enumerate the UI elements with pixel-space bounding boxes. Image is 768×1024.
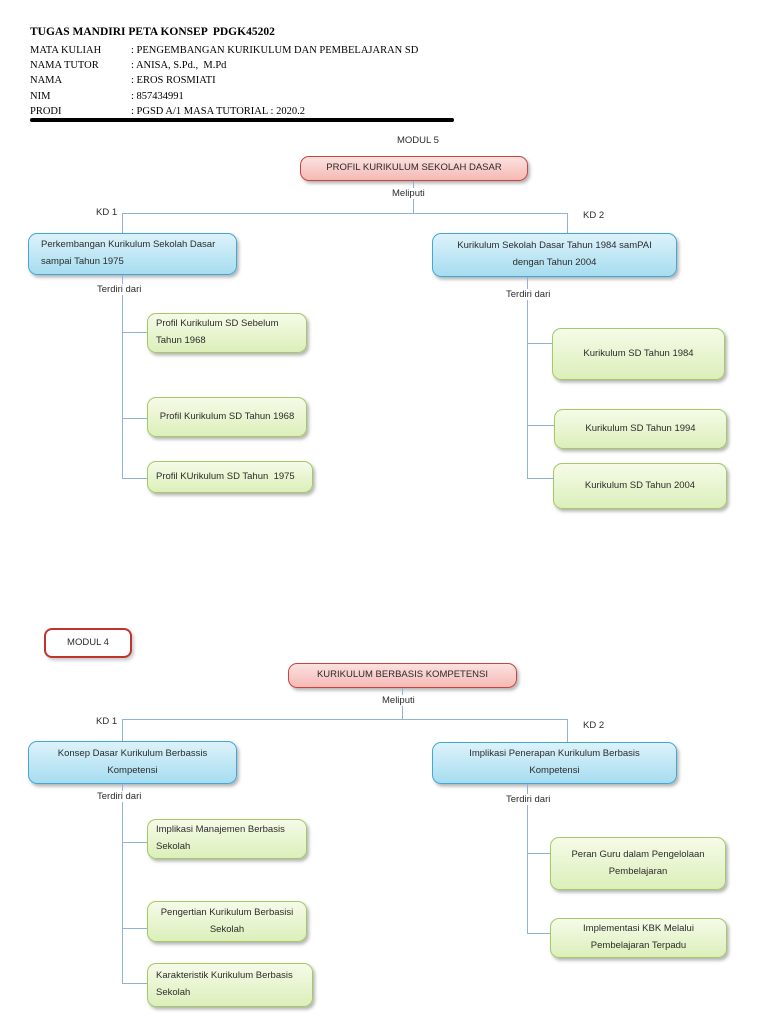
modul5-root-label: PROFIL KURIKULUM SEKOLAH DASAR xyxy=(326,162,502,174)
header-value: : PGSD A/1 MASA TUTORIAL : 2020.2 xyxy=(131,105,305,117)
leaf-label: Profil KUrikulum SD Tahun 1975 xyxy=(156,470,295,482)
header-label: NAMA TUTOR xyxy=(30,60,99,72)
connector-line xyxy=(527,343,552,344)
leaf-label: Implementasi KBK Melalui Pembelajaran Te… xyxy=(583,923,697,951)
header-label: NAMA xyxy=(30,75,63,87)
leaf-label: Profil Kurikulum SD Sebelum Tahun 1968 xyxy=(156,318,281,346)
modul4-leaf-node: Implementasi KBK Melalui Pembelajaran Te… xyxy=(550,918,727,958)
header-rule xyxy=(30,118,454,122)
modul5-kd2-node: Kurikulum Sekolah Dasar Tahun 1984 samPA… xyxy=(432,233,677,277)
modul5-root-node: PROFIL KURIKULUM SEKOLAH DASAR xyxy=(300,156,528,181)
leaf-label: Pengertian Kurikulum Berbasisi Sekolah xyxy=(160,906,296,935)
modul4-kd2-connector-label: Terdiri dari xyxy=(503,794,554,805)
modul5-leaf-node: Kurikulum SD Tahun 2004 xyxy=(553,463,727,509)
header-label: NIM xyxy=(30,90,51,102)
modul5-leaf-node: Kurikulum SD Tahun 1984 xyxy=(552,328,725,380)
leaf-label: Kurikulum SD Tahun 2004 xyxy=(584,479,696,491)
header-row: NIM : 857434991 xyxy=(30,89,418,104)
modul4-leaf-node: Implikasi Manajemen Berbasis Sekolah xyxy=(147,819,307,859)
header-row: NAMA : EROS ROSMIATI xyxy=(30,73,418,88)
modul5-kd2-connector-label: Terdiri dari xyxy=(503,289,554,300)
leaf-label: Peran Guru dalam Pengelolaan Pembelajara… xyxy=(571,848,708,877)
header-value: : ANISA, S.Pd., M.Pd xyxy=(131,60,227,72)
header-value: : 857434991 xyxy=(131,90,184,102)
modul4-kd2-title: Implikasi Penerapan Kurikulum Berbasis K… xyxy=(469,748,643,776)
leaf-label: Implikasi Manajemen Berbasis Sekolah xyxy=(156,824,288,852)
modul4-kd1-node: Konsep Dasar Kurikulum Berbassis Kompete… xyxy=(28,741,237,784)
connector-line xyxy=(122,213,123,233)
connector-line xyxy=(122,719,123,741)
modul4-leaf-node: Pengertian Kurikulum Berbasisi Sekolah xyxy=(147,901,307,942)
header-row: MATA KULIAH : PENGEMBANGAN KURIKULUM DAN… xyxy=(30,43,418,58)
modul4-kd1-label: KD 1 xyxy=(96,716,118,727)
modul5-kd2-label: KD 2 xyxy=(583,210,605,221)
modul4-leaf-node: Karakteristik Kurikulum Berbasis Sekolah xyxy=(147,963,313,1007)
modul5-kd1-connector-label: Terdiri dari xyxy=(94,284,145,295)
leaf-label: Kurikulum SD Tahun 1984 xyxy=(583,347,694,359)
modul4-root-label: KURIKULUM BERBASIS KOMPETENSI xyxy=(316,669,489,681)
modul4-kd2-label: KD 2 xyxy=(583,720,605,731)
modul5-leaf-node: Profil Kurikulum SD Tahun 1968 xyxy=(147,397,307,437)
modul5-kd1-node: Perkembangan Kurikulum Sekolah Dasar sam… xyxy=(28,233,237,275)
modul4-meliputi-label: Meliputi xyxy=(379,695,418,706)
assignment-header: TUGAS MANDIRI PETA KONSEP PDGK45202 MATA… xyxy=(30,26,418,119)
modul5-kd2-title: Kurikulum Sekolah Dasar Tahun 1984 samPA… xyxy=(457,240,655,268)
connector-line xyxy=(122,842,147,843)
connector-line xyxy=(527,425,554,426)
connector-line xyxy=(122,332,147,333)
header-label: PRODI xyxy=(30,105,62,117)
modul5-badge-label: MODUL 5 xyxy=(397,135,439,146)
modul4-leaf-node: Peran Guru dalam Pengelolaan Pembelajara… xyxy=(550,837,726,890)
connector-line xyxy=(122,928,147,929)
modul4-kd1-title: Konsep Dasar Kurikulum Berbassis Kompete… xyxy=(57,747,210,776)
modul5-leaf-node: Kurikulum SD Tahun 1994 xyxy=(554,409,727,449)
header-row: PRODI : PGSD A/1 MASA TUTORIAL : 2020.2 xyxy=(30,104,418,119)
modul4-kd2-node: Implikasi Penerapan Kurikulum Berbasis K… xyxy=(432,742,677,784)
modul5-meliputi-label: Meliputi xyxy=(389,188,428,199)
connector-line xyxy=(527,784,528,933)
modul4-badge-label: MODUL 4 xyxy=(67,636,109,648)
leaf-label: Karakteristik Kurikulum Berbasis Sekolah xyxy=(156,970,296,998)
connector-line xyxy=(122,719,568,720)
modul4-badge: MODUL 4 xyxy=(44,628,132,658)
connector-line xyxy=(567,719,568,742)
header-label: MATA KULIAH xyxy=(30,45,102,56)
modul5-kd1-label: KD 1 xyxy=(96,207,118,218)
leaf-label: Profil Kurikulum SD Tahun 1968 xyxy=(159,410,295,422)
connector-line xyxy=(527,933,550,934)
modul5-leaf-node: Profil Kurikulum SD Sebelum Tahun 1968 xyxy=(147,313,307,353)
header-value: : EROS ROSMIATI xyxy=(131,75,216,87)
connector-line xyxy=(122,275,123,478)
connector-line xyxy=(122,983,147,984)
header-value: : PENGEMBANGAN KURIKULUM DAN PEMBELAJARA… xyxy=(131,45,419,56)
connector-line xyxy=(567,213,568,233)
connector-line xyxy=(122,478,147,479)
modul5-leaf-node: Profil KUrikulum SD Tahun 1975 xyxy=(147,461,313,493)
connector-line xyxy=(527,277,528,478)
connector-line xyxy=(122,213,568,214)
header-title: TUGAS MANDIRI PETA KONSEP PDGK45202 xyxy=(30,26,275,38)
modul4-root-node: KURIKULUM BERBASIS KOMPETENSI xyxy=(288,663,517,688)
modul4-kd1-connector-label: Terdiri dari xyxy=(94,791,145,802)
connector-line xyxy=(527,853,550,854)
header-row: NAMA TUTOR : ANISA, S.Pd., M.Pd xyxy=(30,58,418,73)
connector-line xyxy=(122,784,123,983)
connector-line xyxy=(122,418,147,419)
modul5-kd1-title: Perkembangan Kurikulum Sekolah Dasar sam… xyxy=(41,239,218,267)
leaf-label: Kurikulum SD Tahun 1994 xyxy=(585,422,696,434)
connector-line xyxy=(527,478,553,479)
